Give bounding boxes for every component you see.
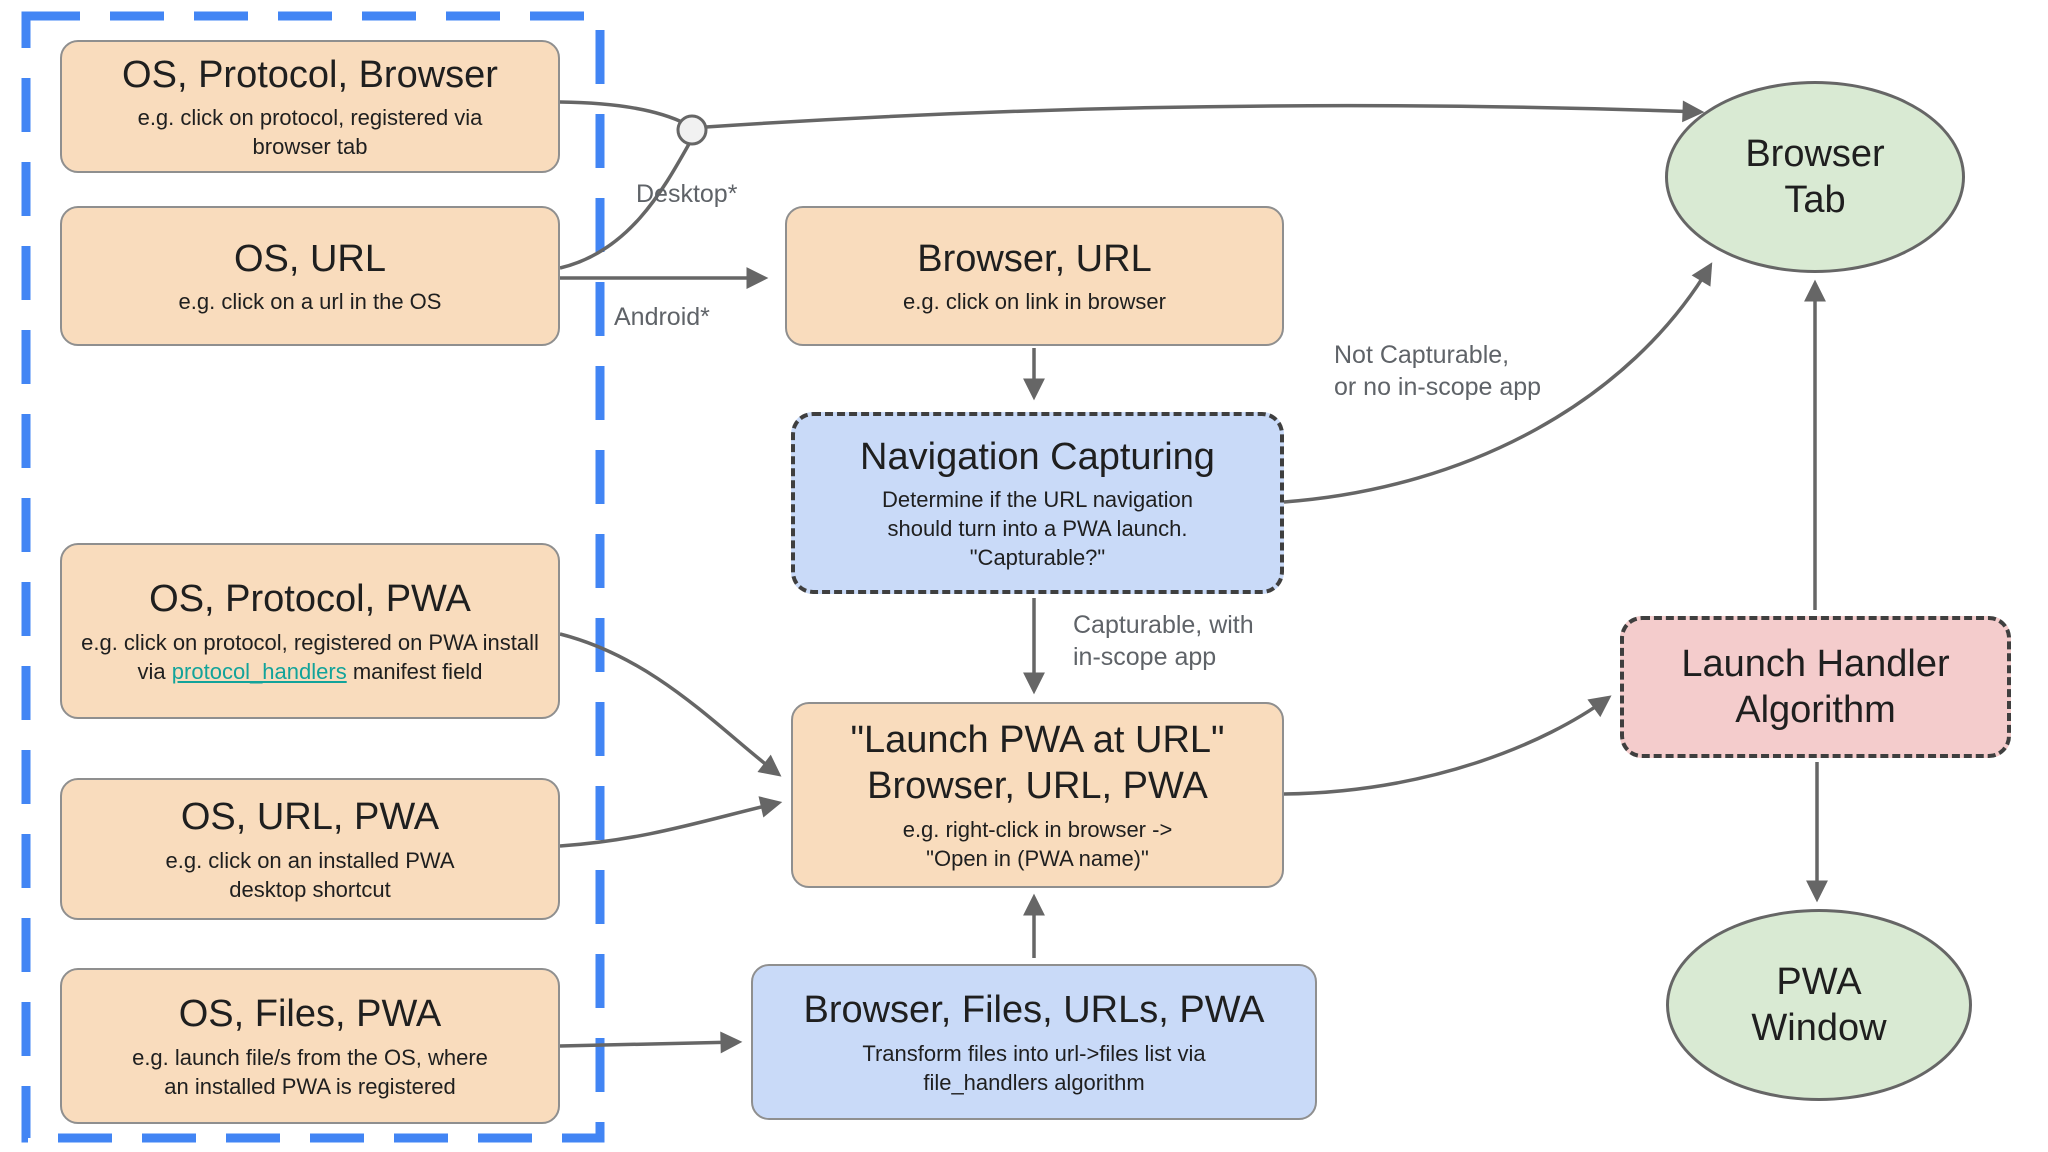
- subtitle-text-after: manifest field: [346, 658, 483, 684]
- node-subtitle: e.g. right-click in browser -> "Open in …: [902, 816, 1173, 871]
- edge-junction-browsertab: [705, 100, 1705, 129]
- os-scope-frame: [21, 11, 605, 1143]
- node-navigation-capturing: Navigation Capturing Determine if the UR…: [791, 412, 1284, 594]
- edge-label-desktop: Desktop*: [636, 180, 738, 208]
- subtitle-text-before: e.g. click on protocol, registered on PW…: [81, 629, 539, 684]
- node-launch-handler-algorithm: Launch Handler Algorithm: [1620, 616, 2011, 758]
- node-subtitle: e.g. launch file/s from the OS, where an…: [132, 1044, 488, 1099]
- node-title: Browser Tab: [1745, 132, 1885, 221]
- node-os-url: OS, URL e.g. click on a url in the OS: [60, 206, 560, 346]
- node-title: OS, Protocol, Browser: [122, 53, 498, 96]
- node-os-files-pwa: OS, Files, PWA e.g. launch file/s from t…: [60, 968, 560, 1124]
- node-subtitle: Transform files into url->files list via…: [862, 1040, 1206, 1095]
- node-browser-files-urls-pwa: Browser, Files, URLs, PWA Transform file…: [751, 964, 1317, 1120]
- node-os-protocol-browser: OS, Protocol, Browser e.g. click on prot…: [60, 40, 560, 173]
- node-subtitle: Determine if the URL navigation should t…: [881, 487, 1193, 571]
- node-title: OS, Protocol, PWA: [149, 578, 471, 621]
- protocol-handlers-link[interactable]: protocol_handlers: [171, 658, 347, 684]
- node-title: OS, Files, PWA: [178, 993, 442, 1036]
- node-subtitle: e.g. click on link in browser: [903, 289, 1166, 315]
- node-title: "Launch PWA at URL" Browser, URL, PWA: [850, 719, 1225, 808]
- edge-label-android: Android*: [614, 303, 710, 331]
- node-os-protocol-pwa: OS, Protocol, PWA e.g. click on protocol…: [60, 543, 560, 719]
- node-subtitle: e.g. click on protocol, registered via b…: [137, 105, 483, 160]
- edge-label-capturable: Capturable, with in-scope app: [1073, 611, 1254, 671]
- node-title: PWA Window: [1751, 960, 1887, 1049]
- edge-osprotocolpwa-launchpwa: [559, 632, 782, 777]
- node-subtitle: e.g. click on a url in the OS: [178, 289, 442, 315]
- edge-osurlpwa-launchpwa: [559, 796, 783, 848]
- node-os-url-pwa: OS, URL, PWA e.g. click on an installed …: [60, 778, 560, 920]
- node-title: Navigation Capturing: [860, 435, 1215, 478]
- node-title: Browser, URL: [917, 237, 1152, 280]
- junction-dot: [676, 114, 708, 146]
- edge-osprotocolbrowser-junction: [559, 100, 687, 126]
- edge-osurl-junction-desktop: [559, 143, 691, 270]
- edge-label-not-capturable: Not Capturable, or no in-scope app: [1334, 341, 1542, 401]
- node-pwa-window: PWA Window: [1666, 909, 1972, 1101]
- arrows-group: [559, 100, 1828, 1054]
- node-browser-tab: Browser Tab: [1665, 81, 1965, 273]
- node-title: OS, URL: [233, 237, 387, 280]
- node-subtitle: e.g. click on an installed PWA desktop s…: [165, 847, 455, 902]
- node-title: OS, URL, PWA: [180, 796, 440, 839]
- node-launch-pwa-at-url: "Launch PWA at URL" Browser, URL, PWA e.…: [791, 702, 1284, 888]
- node-subtitle: e.g. click on protocol, registered on PW…: [80, 628, 540, 686]
- node-browser-url: Browser, URL e.g. click on link in brows…: [785, 206, 1284, 346]
- edge-osfilespwa-browserfiles: [559, 1031, 743, 1054]
- edge-launchpwa-launchhandler: [1283, 695, 1612, 796]
- edge-navcapturing-browsertab: [1283, 262, 1713, 504]
- node-title: Browser, Files, URLs, PWA: [803, 989, 1265, 1032]
- node-title: Launch Handler Algorithm: [1681, 642, 1950, 731]
